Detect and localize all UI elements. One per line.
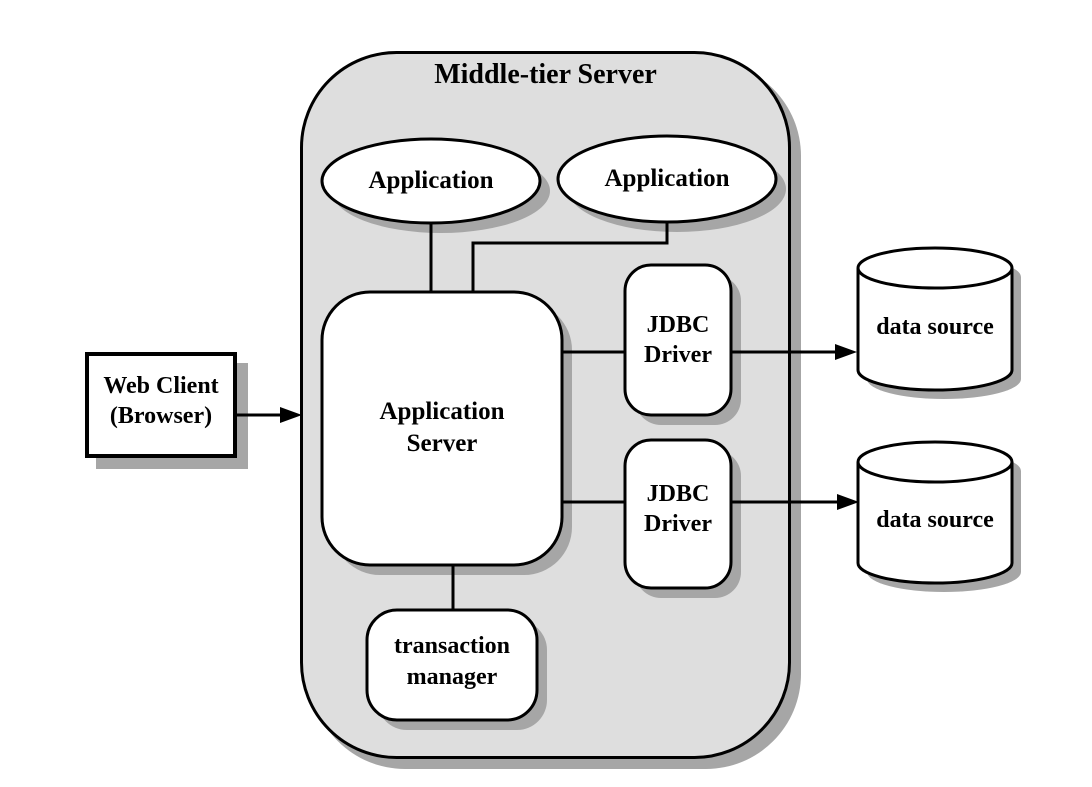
application-1-shape <box>320 137 542 225</box>
edge-layer <box>237 221 840 610</box>
web-client-shape <box>85 352 237 458</box>
application-server-shape <box>320 290 564 567</box>
data-source-1-rim <box>856 267 1014 290</box>
jdbc-driver-2-shape <box>623 438 733 590</box>
arrowhead-into-middletier <box>280 407 302 423</box>
jdbc-driver-1-shape <box>623 263 733 417</box>
data-source-2-shape <box>856 440 1014 585</box>
transaction-manager-shape <box>365 608 539 722</box>
data-source-2-rim <box>856 461 1014 484</box>
application-2-shape <box>556 134 778 224</box>
edge-application2-to-appserver <box>471 221 669 292</box>
data-source-1-shape <box>856 246 1014 392</box>
data-source-2-body <box>856 440 1014 585</box>
arrowhead-layer <box>280 344 859 510</box>
data-source-1-body <box>856 246 1014 392</box>
arrowhead-into-datasource1 <box>835 344 857 360</box>
arrowhead-into-datasource2 <box>837 494 859 510</box>
